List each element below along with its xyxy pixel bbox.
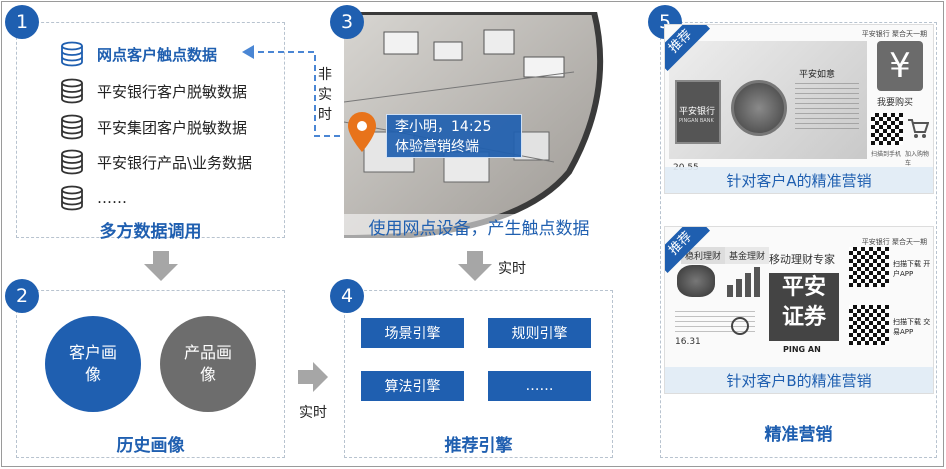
panel-precision-marketing: 精准营销 [660,22,937,458]
panel-data-sources: 网点客户触点数据 平安银行客户脱敏数据 平安集团客户脱敏数据 [16,22,285,242]
ad-body-text [795,83,859,131]
popup-line-2: 体验营销终端 [395,139,479,155]
right-arrow [298,362,328,392]
yen-button[interactable]: ¥ [877,41,923,91]
engine-rule: 规则引擎 [488,318,591,348]
location-pin-icon [348,112,376,152]
scan-label-2: 扫描下载 交易APP [893,318,931,336]
arrow-label-realtime: 实时 [299,405,327,421]
scan-label-1: 扫描下载 开户APP [893,260,931,278]
db-item-group-customer: 平安集团客户脱敏数据 [59,114,247,140]
db-item-product: 平安银行产品\业务数据 [59,149,252,175]
coin-title: 平安如意 [799,70,836,80]
db-item-touchpoint: 网点客户触点数据 [59,41,217,67]
database-icon [61,114,83,140]
pingan-securities-logo: 平安 证券 [769,273,839,341]
engine-algorithm: 算法引擎 [361,371,464,401]
logo-line-2: 证券 [781,305,826,330]
cart-label: 加入购物车 [905,151,930,167]
step-badge-1: 1 [5,5,39,39]
bar-chart-icon [727,267,760,297]
panel-title: 精准营销 [764,425,833,445]
panel-title: 使用网点设备，产生触点数据 [344,214,614,238]
step-badge-3: 3 [330,5,364,39]
database-icon [61,185,83,211]
cart-icon[interactable] [907,117,929,139]
engine-scene: 场景引擎 [361,318,464,348]
globe-icon [731,317,749,335]
bank-name: 平安银行 [679,107,716,117]
popup-line-1: 李小明，14:25 [395,119,492,135]
qr-code [871,113,903,145]
ad-caption: 针对客户A的精准营销 [665,167,933,193]
arrow-label-realtime: 实时 [498,261,526,277]
panel-title: 多方数据调用 [99,222,202,242]
ad-caption: 针对客户B的精准营销 [665,367,933,393]
panel-history-profile: 客户画像 产品画像 历史画像 [16,290,285,458]
scan-label: 扫描到手机 [871,151,902,158]
ad-customer-a: 平安银行 聚合天一期 平安银行 PINGAN BANK 平安如意 ¥ 我要购买 … [664,24,934,194]
db-item-bank-customer: 平安银行客户脱敏数据 [59,78,247,104]
non-realtime-connector [242,45,350,137]
panel-title: 历史画像 [116,436,185,456]
expert-label: 移动理财专家 [769,253,835,266]
step-badge-2: 2 [5,279,39,313]
panel-title: 推荐引擎 [444,436,513,456]
buy-label[interactable]: 我要购买 [877,98,914,108]
connector-label-2: 实 [318,87,332,103]
down-arrow [458,251,492,281]
qr-code [849,305,889,345]
teapot-image [677,265,715,297]
ad-customer-b: 平安银行 聚合天一期 稳利理财 基金理财 16.31 移动理财专家 平安 证券 … [664,226,934,394]
step-badge-4: 4 [330,279,364,313]
rate: 16.31 [675,337,701,347]
database-icon [61,41,83,67]
db-item-label: …… [97,189,127,207]
bank-name-en: PINGAN BANK [679,118,714,124]
db-item-label: 平安集团客户脱敏数据 [97,118,248,137]
db-item-label: 平安银行客户脱敏数据 [97,82,248,101]
customer-profile-circle: 客户画像 [45,316,141,412]
database-icon [61,149,83,175]
connector-label-3: 时 [318,107,332,123]
down-arrow [144,251,178,281]
bank-card: 平安银行 PINGAN BANK [675,80,721,144]
ad-header: 平安银行 聚合天一期 [861,30,927,38]
logo-en: PING AN [783,345,821,354]
logo-line-1: 平安 [781,275,826,300]
coin [731,80,787,136]
tab-fund[interactable]: 基金理财 [725,247,770,264]
db-item-label: 平安银行产品\业务数据 [97,153,253,172]
ad-header: 平安银行 聚合天一期 [861,238,927,246]
panel-recommendation-engine: 场景引擎 规则引擎 算法引擎 …… 推荐引擎 [344,290,613,458]
product-profile-circle: 产品画像 [160,316,256,412]
engine-more: …… [488,371,591,401]
database-icon [61,78,83,104]
db-item-label: 网点客户触点数据 [97,45,218,64]
tab-wenli[interactable]: 稳利理财 [681,247,726,264]
qr-code [849,247,889,287]
branch-photo: 李小明，14:25 体验营销终端 使用网点设备，产生触点数据 [344,12,614,238]
db-item-more: …… [59,185,127,211]
touchpoint-popup: 李小明，14:25 体验营销终端 [386,114,522,158]
connector-label-1: 非 [318,67,332,83]
